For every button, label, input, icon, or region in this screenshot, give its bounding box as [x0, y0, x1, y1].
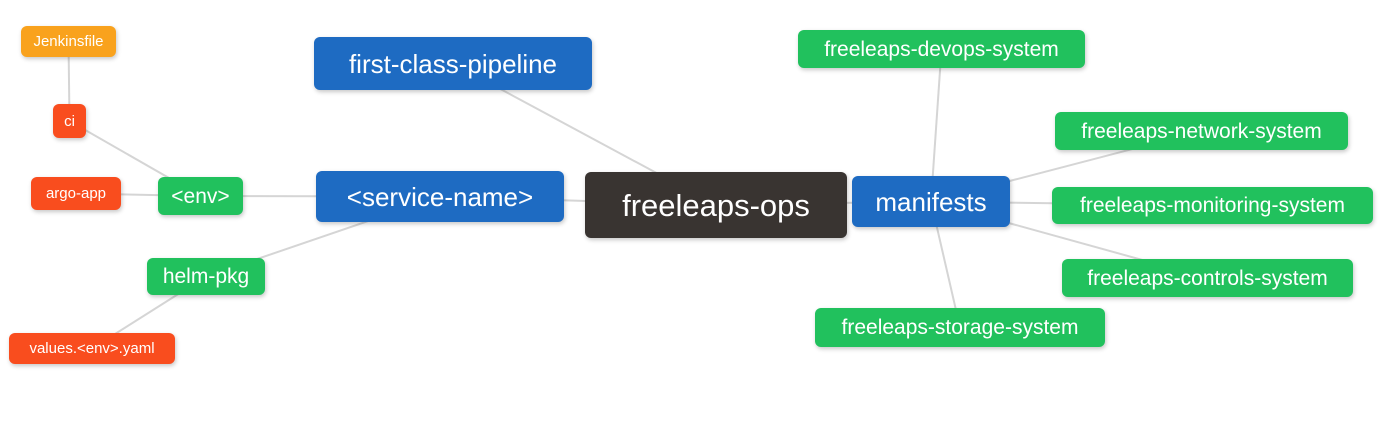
node-controls-system[interactable]: freeleaps-controls-system — [1062, 259, 1353, 297]
node-first-class-pipeline[interactable]: first-class-pipeline — [314, 37, 592, 90]
node-network-system[interactable]: freeleaps-network-system — [1055, 112, 1348, 150]
node-storage-system[interactable]: freeleaps-storage-system — [815, 308, 1105, 347]
node-service-name[interactable]: <service-name> — [316, 171, 564, 222]
node-env[interactable]: <env> — [158, 177, 243, 215]
node-ci[interactable]: ci — [53, 104, 86, 138]
node-manifests[interactable]: manifests — [852, 176, 1010, 227]
node-monitoring-system[interactable]: freeleaps-monitoring-system — [1052, 187, 1373, 224]
node-helm-pkg[interactable]: helm-pkg — [147, 258, 265, 295]
node-freeleaps-ops[interactable]: freeleaps-ops — [585, 172, 847, 238]
node-devops-system[interactable]: freeleaps-devops-system — [798, 30, 1085, 68]
node-argo-app[interactable]: argo-app — [31, 177, 121, 210]
node-values-env-yaml[interactable]: values.<env>.yaml — [9, 333, 175, 364]
node-jenkinsfile[interactable]: Jenkinsfile — [21, 26, 116, 57]
